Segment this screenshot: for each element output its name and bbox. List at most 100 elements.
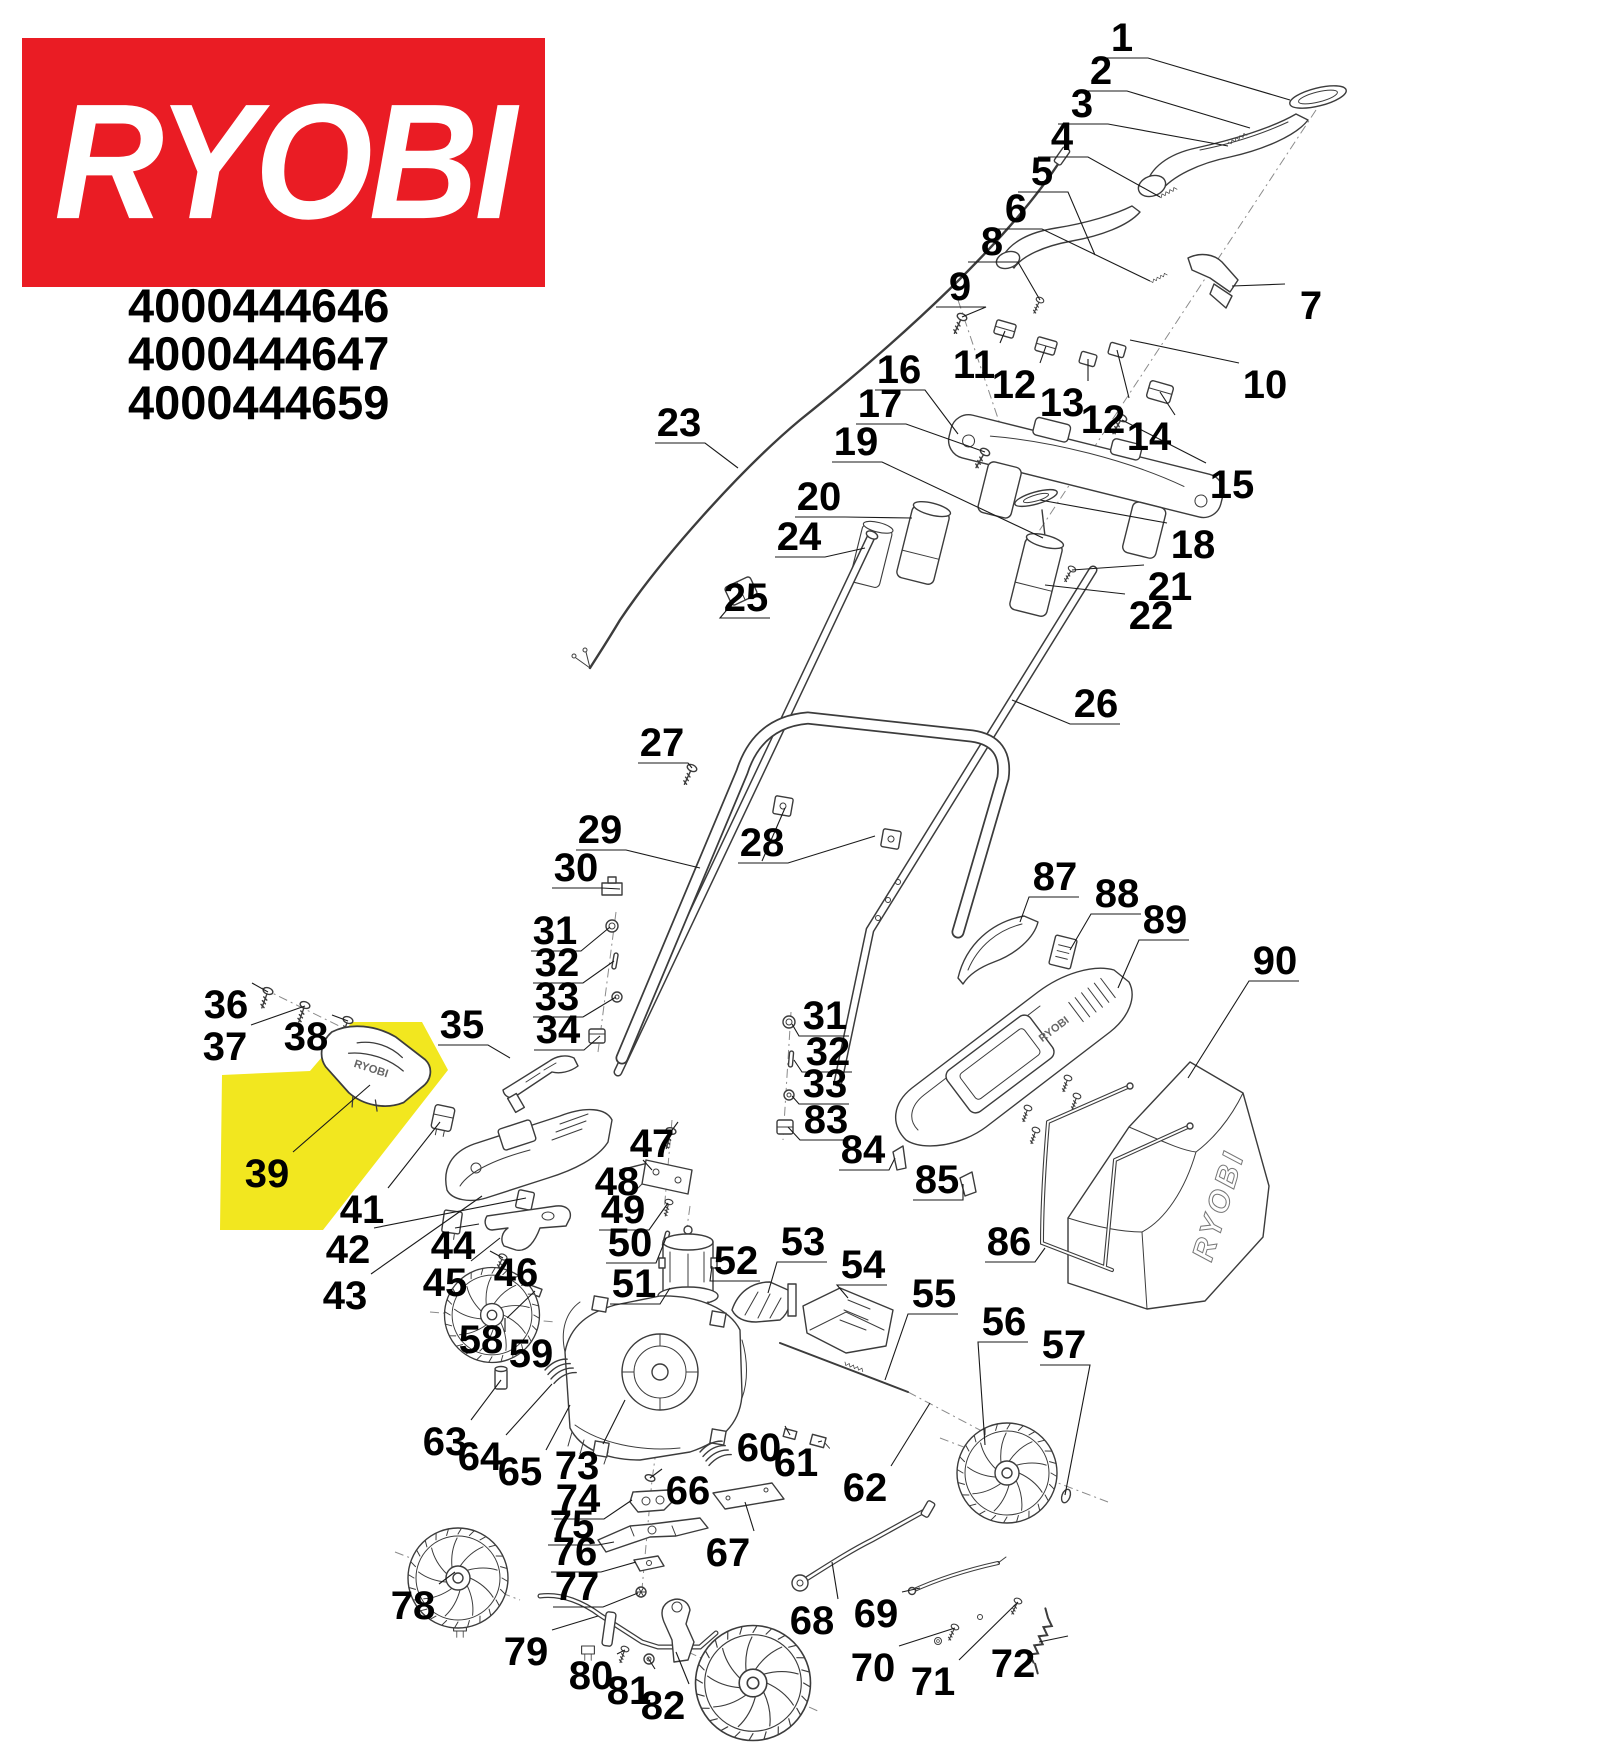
leader-line-67 xyxy=(744,1501,755,1532)
model-number-list: 4000444646 4000444647 4000444659 xyxy=(128,281,389,427)
part-callout-22: 22 xyxy=(1128,594,1174,638)
rear-cover: RYOBI xyxy=(894,915,1133,1147)
part-callout-27: 27 xyxy=(639,721,685,765)
part-callout-53: 53 xyxy=(780,1220,826,1264)
leader-line-79 xyxy=(551,1615,599,1631)
part-callout-83: 83 xyxy=(803,1098,849,1142)
leader-line-31 xyxy=(531,926,611,952)
part-callout-75: 75 xyxy=(549,1503,595,1547)
part-callout-28: 28 xyxy=(739,821,785,865)
leader-line-23 xyxy=(655,442,739,469)
control-cable xyxy=(571,146,1071,670)
part-callout-66: 66 xyxy=(665,1469,711,1513)
part-callout-36: 36 xyxy=(203,983,249,1027)
leader-line-2 xyxy=(1077,90,1251,129)
leader-line-77 xyxy=(553,1592,639,1608)
leader-line-38 xyxy=(331,1014,349,1022)
wheels xyxy=(407,1266,1058,1742)
part-callout-26: 26 xyxy=(1073,682,1119,726)
part-callout-11: 11 xyxy=(952,343,996,387)
wheel-part xyxy=(443,1266,541,1364)
part-callout-49: 49 xyxy=(600,1188,646,1232)
leader-line-33 xyxy=(791,1095,849,1105)
leader-line-56 xyxy=(977,1341,1028,1446)
part-callout-72: 72 xyxy=(990,1642,1036,1686)
fastener-column-b xyxy=(776,1015,796,1135)
part-callout-85: 85 xyxy=(914,1158,960,1202)
leader-line-16 xyxy=(875,389,959,435)
part-callout-34: 34 xyxy=(535,1008,581,1052)
part-callout-8: 8 xyxy=(980,220,1004,264)
part-callout-13: 13 xyxy=(1039,381,1085,425)
leader-line-73 xyxy=(602,1399,626,1445)
part-callout-19: 19 xyxy=(833,420,879,464)
leader-line-31 xyxy=(791,1023,849,1037)
leader-line-22 xyxy=(1044,584,1126,595)
leader-line-81 xyxy=(647,1657,656,1670)
part-callout-47: 47 xyxy=(629,1122,675,1166)
leader-line-74 xyxy=(554,1499,633,1520)
mower-deck xyxy=(494,1295,998,1510)
part-callout-62: 62 xyxy=(842,1466,888,1510)
wheel-part xyxy=(694,1624,812,1742)
part-callout-32: 32 xyxy=(805,1030,851,1074)
part-callout-68: 68 xyxy=(789,1599,835,1643)
part-callout-44: 44 xyxy=(430,1224,476,1268)
leader-line-83 xyxy=(787,1126,850,1141)
part-callout-79: 79 xyxy=(503,1630,549,1674)
part-callout-48: 48 xyxy=(594,1160,640,1204)
part-callout-67: 67 xyxy=(705,1531,751,1575)
leader-line-55 xyxy=(884,1313,958,1381)
part-callout-64: 64 xyxy=(457,1435,503,1479)
leader-line-3 xyxy=(1058,123,1229,147)
leader-line-6 xyxy=(992,228,1151,282)
brand-logo-text: RYOBI xyxy=(54,70,517,254)
leader-line-7 xyxy=(1231,283,1286,287)
motor-housing-top xyxy=(430,1104,613,1298)
part-callout-80: 80 xyxy=(568,1654,614,1698)
leader-line-29 xyxy=(576,849,701,869)
part-callout-32: 32 xyxy=(534,941,580,985)
part-callout-39: 39 xyxy=(244,1152,290,1196)
battery-cover-part: RYOBI xyxy=(320,1025,432,1112)
leader-line-69 xyxy=(901,1587,921,1593)
leader-line-35 xyxy=(438,1044,511,1059)
leader-line-63 xyxy=(470,1379,502,1421)
part-callout-17: 17 xyxy=(857,382,903,426)
leader-line-76 xyxy=(551,1561,637,1573)
part-callout-82: 82 xyxy=(640,1684,686,1728)
part-callout-9: 9 xyxy=(948,265,972,309)
part-callout-23: 23 xyxy=(656,401,702,445)
part-callout-5: 5 xyxy=(1030,150,1054,194)
part-callout-77: 77 xyxy=(554,1565,600,1609)
fastener-column-a xyxy=(588,919,623,1044)
leader-line-41 xyxy=(387,1121,441,1189)
part-callout-31: 31 xyxy=(802,994,848,1038)
leader-line-25 xyxy=(718,591,770,619)
leader-line-57 xyxy=(1040,1364,1091,1496)
handle-lever-parts xyxy=(949,85,1347,337)
part-callout-76: 76 xyxy=(552,1530,598,1574)
leader-line-12 xyxy=(1116,349,1130,399)
leader-line-72 xyxy=(1038,1635,1069,1643)
part-callout-59: 59 xyxy=(508,1332,554,1376)
leader-lines xyxy=(250,57,1299,1685)
leader-line-32 xyxy=(533,960,615,984)
part-callout-78: 78 xyxy=(390,1584,436,1628)
part-callout-86: 86 xyxy=(986,1220,1032,1264)
part-callout-71: 71 xyxy=(910,1660,956,1704)
part-callout-45: 45 xyxy=(422,1261,468,1305)
part-callout-84: 84 xyxy=(840,1128,886,1172)
part-callout-4: 4 xyxy=(1050,115,1074,159)
leader-line-54 xyxy=(835,1284,887,1299)
leader-line-84 xyxy=(839,1157,896,1171)
part-callout-33: 33 xyxy=(802,1062,848,1106)
part-callout-54: 54 xyxy=(840,1243,886,1287)
leader-line-19 xyxy=(832,461,1044,539)
part-callout-55: 55 xyxy=(911,1272,957,1316)
leader-line-53 xyxy=(767,1261,827,1294)
leader-line-61 xyxy=(817,1440,823,1443)
leader-line-52 xyxy=(709,1265,760,1282)
leader-line-33 xyxy=(533,996,617,1018)
